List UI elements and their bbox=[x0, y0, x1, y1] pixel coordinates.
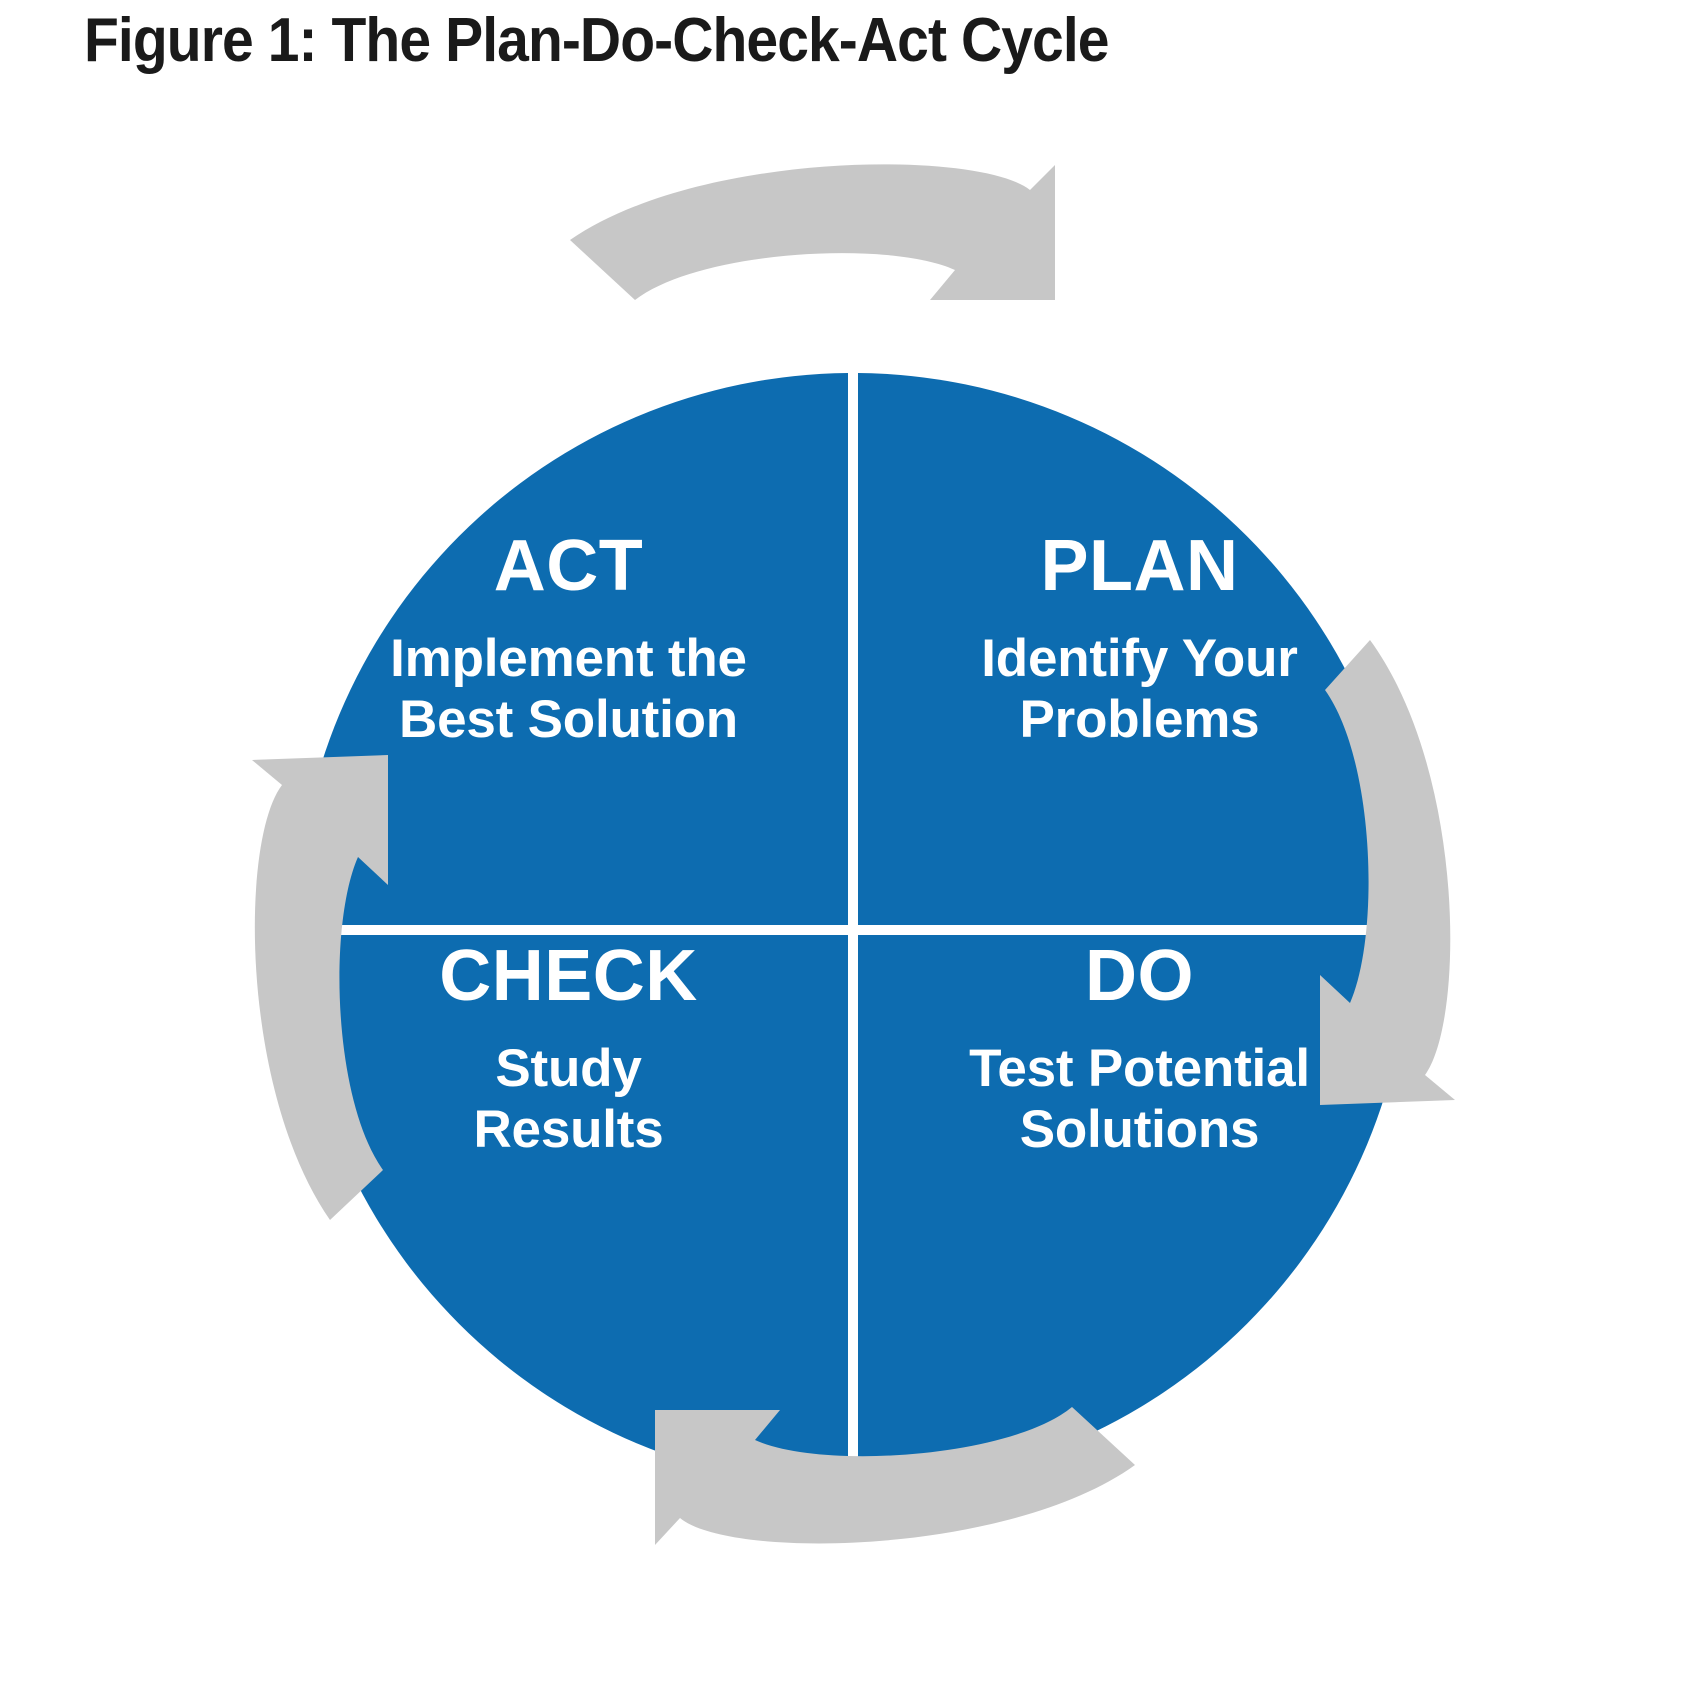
wheel-quadrant-plan[interactable] bbox=[858, 373, 1410, 925]
wheel-group bbox=[296, 373, 1410, 1487]
curved-arrow-down-icon bbox=[1320, 640, 1455, 1105]
curved-arrow-up-icon bbox=[252, 755, 388, 1220]
curved-arrow-right-icon bbox=[570, 164, 1055, 300]
wheel-quadrant-act[interactable] bbox=[296, 373, 848, 925]
wheel-quadrant-do[interactable] bbox=[858, 935, 1410, 1487]
curved-arrow-left-icon bbox=[655, 1407, 1135, 1545]
wheel-quadrant-check[interactable] bbox=[296, 935, 848, 1487]
page-title: Figure 1: The Plan-Do-Check-Act Cycle bbox=[84, 6, 1109, 75]
